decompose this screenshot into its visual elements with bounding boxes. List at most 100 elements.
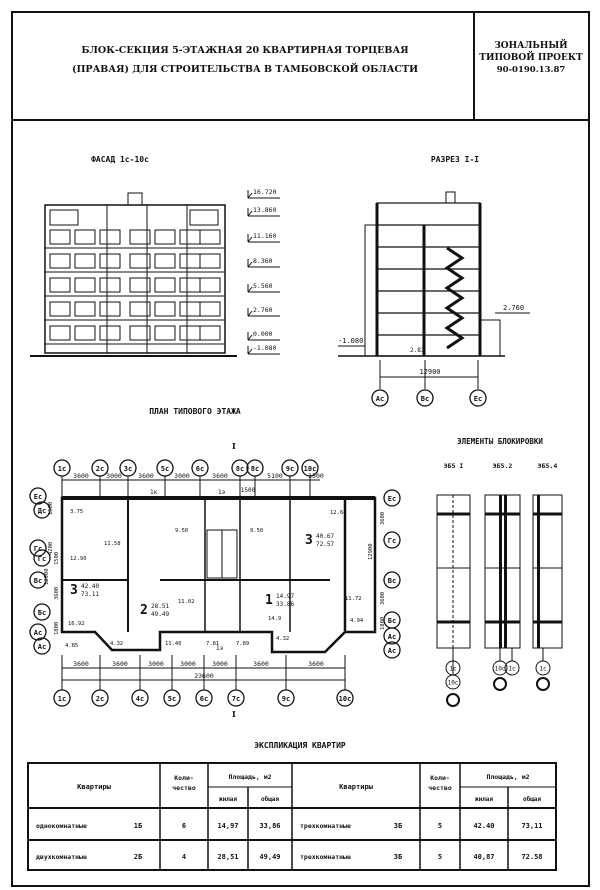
- section-width-dim: 12900: [419, 368, 440, 376]
- level-mark: -1.080: [253, 344, 277, 352]
- apartment-code: 2Б: [134, 853, 142, 861]
- apartment-type: однокомнатные: [36, 822, 87, 830]
- axis-bubble: [371, 389, 389, 407]
- dimension: 4200: [48, 542, 54, 555]
- title-block: БЛОК-СЕКЦИЯ 5-ЭТАЖНАЯ 20 КВАРТИРНАЯ ТОРЦ…: [72, 38, 583, 75]
- dimension: 3000: [212, 660, 228, 668]
- facade-window: [179, 229, 201, 245]
- level-mark: 5.560: [253, 282, 273, 290]
- facade-window: [99, 325, 121, 341]
- total-area: 33,86: [259, 822, 280, 830]
- apartment-number: 3: [305, 533, 313, 548]
- axis-label: 2с: [96, 465, 104, 473]
- axis-label: Бс: [38, 609, 46, 617]
- section-marker: 1к: [150, 489, 158, 496]
- facade-window: [179, 301, 201, 317]
- living-area: 14,97: [217, 822, 238, 830]
- axis-label: 7с: [232, 695, 240, 703]
- apartment-code: 3Б: [394, 853, 402, 861]
- axis-label: 1с: [58, 465, 66, 473]
- total-area: 33.86: [276, 601, 294, 608]
- facade-window: [99, 229, 121, 245]
- axis-label: Дс: [38, 507, 46, 515]
- section-title: РАЗРЕЗ I-I: [431, 155, 479, 164]
- facade-window: [129, 325, 151, 341]
- axis-label: 5с: [161, 465, 169, 473]
- blocking-strip: [484, 494, 521, 649]
- room-area: 12.64: [330, 510, 347, 516]
- section-balconies: [364, 224, 378, 357]
- blocking-wall: [499, 495, 502, 648]
- blocking-wall: [504, 495, 507, 648]
- level-mark-arrow: [247, 234, 253, 243]
- dimension: 3000: [106, 472, 122, 480]
- living-area: 40.67: [316, 533, 334, 540]
- apartment-type: трехкомнатные: [300, 822, 351, 830]
- facade-window: [99, 301, 121, 317]
- dimension: 1800: [54, 622, 60, 635]
- room-area: 16.92: [68, 621, 85, 627]
- room-area: 4.85: [65, 643, 78, 649]
- dimension: 3000: [148, 660, 164, 668]
- facade-window: [49, 325, 71, 341]
- facade-window: [74, 325, 96, 341]
- header-count-2-l1: Коли-: [430, 774, 450, 782]
- axis-label: Ас: [34, 629, 42, 637]
- living-area: 42.40: [81, 583, 99, 590]
- room-area: 4.94: [350, 618, 364, 624]
- room-area: 14.9: [268, 616, 281, 622]
- facade-window: [99, 253, 121, 269]
- dimension: 1500: [48, 502, 54, 515]
- dimension: 5100: [267, 472, 283, 480]
- level-mark-arrow: [247, 332, 253, 341]
- axis-label: Гс: [34, 545, 42, 553]
- plan-title: ПЛАН ТИПОВОГО ЭТАЖА: [149, 407, 241, 416]
- section-stairs: [444, 246, 465, 350]
- room-area: 9.50: [250, 528, 263, 534]
- dimension: 1500: [241, 487, 256, 494]
- axis-bubble: [383, 531, 401, 549]
- apartment-count: 5: [438, 853, 442, 861]
- living-area: 40,87: [473, 853, 494, 861]
- blocking-element: ЭБ5.41с: [532, 462, 563, 691]
- level-mark: 11.160: [253, 232, 277, 240]
- header-count-l2: чество: [172, 784, 196, 792]
- axis-label: 1с: [539, 666, 547, 673]
- facade-window: [49, 277, 71, 293]
- axis-bubble: [383, 641, 401, 659]
- header-apartments: Квартиры: [77, 783, 112, 791]
- section-level-left: -1.080: [338, 337, 363, 345]
- facade-drawing: ФАСАД 1с-10с 16.72013.86011.1608.3605.56…: [30, 155, 280, 357]
- axis-bubble: [33, 603, 51, 621]
- explication: ЭКСПЛИКАЦИЯ КВАРТИР Квартиры Коли- честв…: [27, 741, 557, 871]
- apartment-number: 1: [265, 593, 273, 608]
- axis-label: Ас: [388, 647, 396, 655]
- header-count-2-l2: чество: [428, 784, 452, 792]
- dimension: 12900: [44, 568, 50, 585]
- level-mark-arrow: [247, 284, 253, 293]
- dimension: 3600: [380, 592, 386, 605]
- apartment-number: 2: [140, 603, 148, 618]
- apartment-code: 3Б: [394, 822, 402, 830]
- room-area: 9.50: [175, 528, 188, 534]
- axis-label: 1с: [508, 666, 516, 673]
- plan-outer-walls: [60, 496, 377, 654]
- axis-bubble: [383, 571, 401, 589]
- apartment-type: трехкомнатные: [300, 853, 351, 861]
- facade-window: [154, 301, 176, 317]
- project-code: 90-0190.13.87: [497, 65, 566, 75]
- cut-mark-top: I: [232, 441, 236, 451]
- facade-window: [199, 229, 221, 245]
- room-area: 11.72: [345, 596, 362, 602]
- axis-label: 1с: [58, 695, 66, 703]
- dimension: 3600: [253, 660, 269, 668]
- header-area: Площадь, м2: [228, 773, 271, 781]
- blocking-wall: [537, 495, 540, 648]
- dimension: 3000: [174, 472, 190, 480]
- axis-label: Ес: [474, 395, 482, 403]
- facade-window: [74, 277, 96, 293]
